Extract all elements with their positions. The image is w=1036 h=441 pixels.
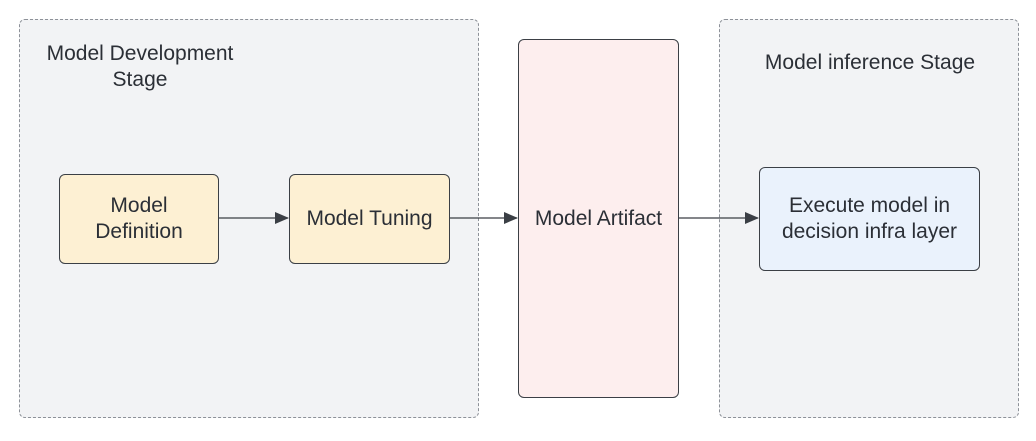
model-tuning-node: Model Tuning	[289, 174, 450, 264]
model-inference-stage-title: Model inference Stage	[764, 51, 976, 74]
model-definition-label: Model Definition	[95, 194, 183, 243]
model-tuning-label: Model Tuning	[306, 207, 433, 230]
model-artifact-label: Model Artifact	[534, 206, 663, 230]
execute-model-node: Execute model in decision infra layer	[759, 167, 980, 271]
execute-model-label: Execute model in decision infra layer	[781, 194, 958, 243]
model-definition-node: Model Definition	[59, 174, 219, 264]
model-artifact-node: Model Artifact	[518, 39, 679, 398]
model-development-stage-title: Model Development Stage	[46, 42, 234, 91]
